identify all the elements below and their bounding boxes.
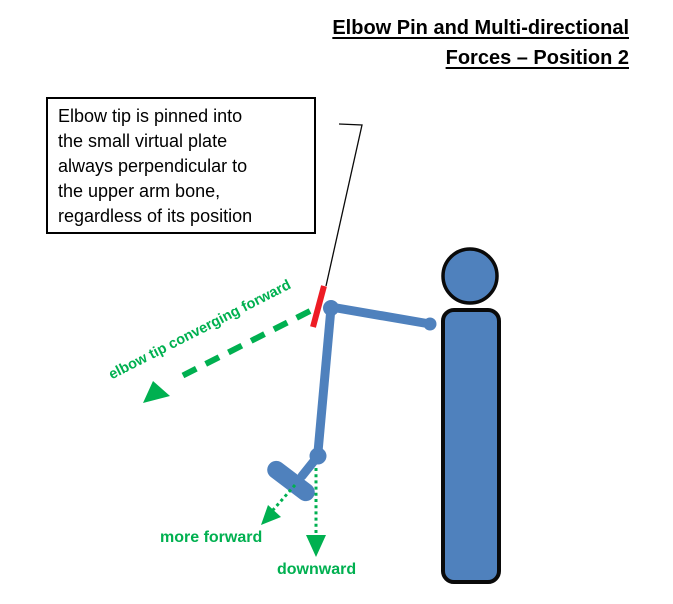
upper-arm-bone — [326, 302, 435, 329]
callout-text-line: the small virtual plate — [58, 131, 228, 151]
callout-box: Elbow tip is pinned into the small virtu… — [46, 97, 316, 234]
slide-title: Elbow Pin and Multi-directional Forces –… — [332, 13, 629, 73]
hand-link-bone — [297, 451, 323, 481]
shoulder-joint — [423, 317, 437, 331]
slide-title-line1: Elbow Pin and Multi-directional — [332, 17, 629, 39]
converging-arrow-head-icon — [143, 381, 170, 403]
figure-head — [441, 247, 499, 305]
downward-arrow-head-icon — [306, 535, 326, 557]
callout-leader-line — [325, 123, 363, 287]
forearm-bone — [313, 307, 336, 453]
more-forward-arrow-head-icon — [261, 505, 281, 525]
more-forward-arrow-line — [271, 484, 297, 511]
downward-label: downward — [277, 561, 357, 578]
elbow-pin-plate — [310, 285, 327, 328]
callout-text-line: the upper arm bone, — [58, 181, 221, 201]
callout-text-line: always perpendicular to — [58, 156, 248, 176]
callout-text-line: Elbow tip is pinned into — [58, 106, 243, 126]
callout-text-line: regardless of its position — [58, 206, 253, 226]
figure-torso — [441, 308, 501, 584]
more-forward-label: more forward — [160, 529, 263, 546]
slide-title-line2: Forces – Position 2 — [445, 47, 629, 69]
hand — [267, 460, 315, 502]
